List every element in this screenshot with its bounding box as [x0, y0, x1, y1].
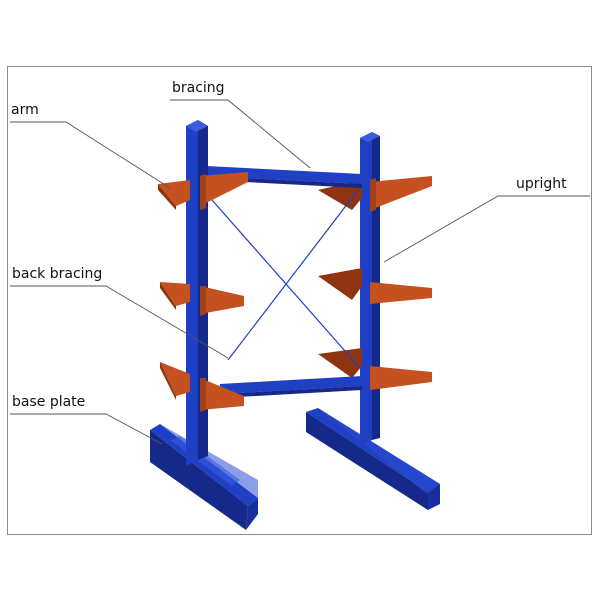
upright-label: upright — [516, 176, 567, 192]
leader-lines — [10, 99, 590, 445]
base-plate-leader — [10, 413, 163, 445]
upright-leader — [383, 195, 590, 263]
left-arms — [158, 172, 248, 412]
arm-label: arm — [11, 102, 39, 118]
back-bracing-leader — [10, 285, 229, 359]
bracing-leader — [170, 99, 311, 169]
back-bracing-cross — [211, 189, 361, 369]
back-bracing-label: back bracing — [12, 266, 103, 282]
diagram-frame — [7, 66, 592, 535]
right-base-plate — [306, 408, 440, 510]
arm-leader — [10, 121, 171, 189]
bottom-bracing-beam — [220, 376, 362, 398]
base-plate-label: base plate — [12, 394, 86, 410]
bracing-label: bracing — [172, 80, 225, 96]
left-base-plate — [150, 424, 258, 530]
right-arms — [318, 176, 432, 390]
